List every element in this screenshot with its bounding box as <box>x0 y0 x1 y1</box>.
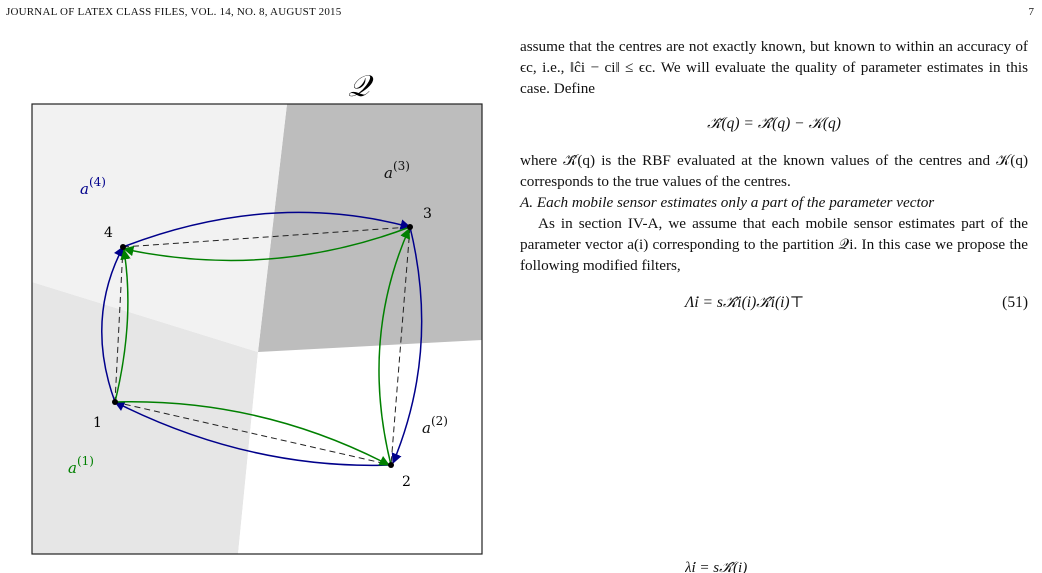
node-2 <box>388 462 394 468</box>
dashed-links <box>114 226 411 466</box>
partition-figure: 𝒬 a(4) a(3) a(2) a(1) 4 3 1 2 <box>31 69 483 555</box>
node-4 <box>120 244 126 250</box>
green-arrows <box>114 226 411 466</box>
paragraph-partial-estimate: As in section IV-A, we assume that each … <box>520 215 1028 274</box>
domain-border <box>31 103 483 555</box>
page-number: 7 <box>1028 6 1035 18</box>
region-4 <box>32 104 287 352</box>
node-label-3: 3 <box>423 206 432 222</box>
equation-51: Λ̇i = s𝒦̂i(i)𝒦̂i(i)⊤ (51) <box>520 292 1028 318</box>
node-1 <box>112 399 118 405</box>
paragraph-centres-uncertain: assume that the centres are not exactly … <box>520 38 1028 97</box>
journal-header: JOURNAL OF LATEX CLASS FILES, VOL. 14, N… <box>6 6 342 18</box>
section-title: A. Each mobile sensor estimates only a p… <box>520 194 935 211</box>
node-label-4: 4 <box>104 225 113 241</box>
blue-arrows <box>101 211 423 467</box>
region-2 <box>238 340 482 554</box>
equation-51-number: (51) <box>1002 294 1028 311</box>
equation-k-tilde: 𝒦̃(q) = 𝒦̂(q) − 𝒦(q) <box>707 115 841 132</box>
node-3 <box>407 224 413 230</box>
domain-label: 𝒬 <box>348 69 374 104</box>
equation-52-partial: λ̇i = s𝒦̂(i) <box>685 560 748 573</box>
node-label-1: 1 <box>93 415 102 431</box>
nodes <box>112 224 413 468</box>
equation-51-body: Λ̇i = s𝒦̂i(i)𝒦̂i(i)⊤ <box>685 294 805 311</box>
paragraph-rbf-known: where 𝒦̂(q) is the RBF evaluated at the … <box>520 152 1028 190</box>
region-1 <box>32 282 258 554</box>
text-column: assume that the centres are not exactly … <box>520 36 1028 318</box>
region-3 <box>258 104 482 352</box>
region-label-1: a(1) <box>68 454 94 477</box>
node-label-2: 2 <box>402 474 411 490</box>
